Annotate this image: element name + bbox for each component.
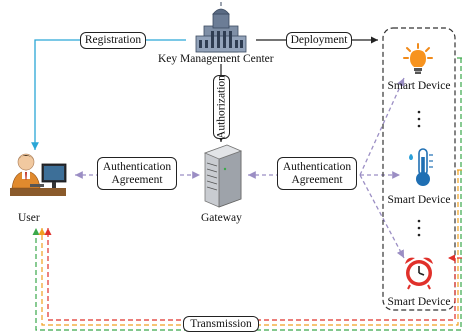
registration-label: Registration [80,32,146,49]
device-frame [382,27,456,311]
user-label: User [18,212,40,224]
registration-text: Registration [84,34,142,46]
auth-left-line1: Authentication [102,161,172,173]
kmc-title: Key Management Center [158,53,274,65]
device-ellipsis [417,110,421,237]
transmission-label: Transmission [183,316,259,332]
device-label-1: Smart Device [387,80,451,92]
auth-right-line1: Authentication [282,161,352,173]
device-label-3: Smart Device [387,296,451,308]
authorization-text: Authorization [215,75,227,139]
transmission-text: Transmission [190,318,252,330]
gateway-label: Gateway [201,212,242,224]
building-icon [195,2,247,53]
auth-left-line2: Agreement [111,174,163,186]
deployment-label: Deployment [286,32,352,49]
server-icon [203,144,243,208]
thermometer-icon [409,148,433,186]
deployment-text: Deployment [290,34,348,46]
device-label-2: Smart Device [387,194,451,206]
auth-left-label: Authentication Agreement [97,157,177,190]
user-computer-icon [10,153,67,196]
alarm-clock-icon [405,257,433,290]
auth-right-label: Authentication Agreement [277,157,357,190]
bulb-icon [403,43,433,74]
authorization-label: Authorization [213,75,230,139]
auth-right-line2: Agreement [291,174,343,186]
